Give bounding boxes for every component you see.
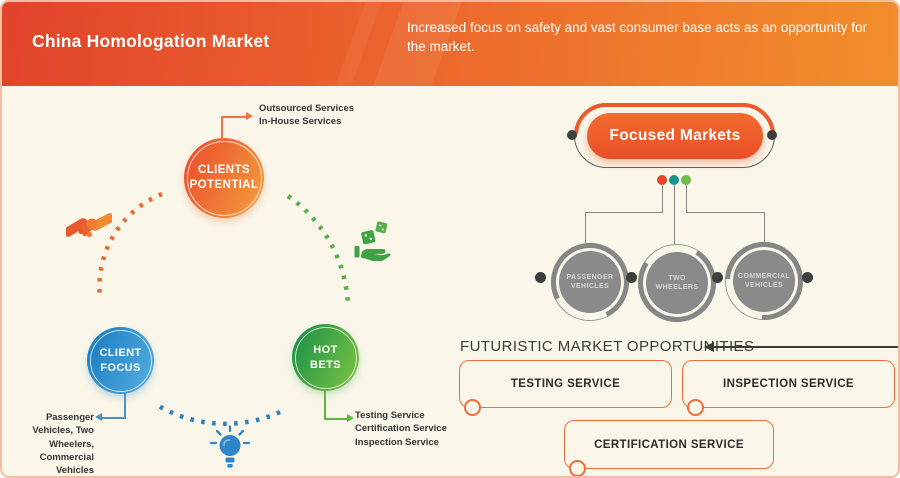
dotted-arc-blue [155,403,281,427]
node-hot-bets-label: HOT BETS [310,344,341,371]
opportunity-box-testing: TESTING SERVICE [459,360,672,416]
focused-markets-title: Focused Markets [609,127,741,144]
pill-side-dot-left [567,130,577,140]
header-subtitle: Increased focus on safety and vast consu… [407,20,868,55]
cycle-dotted-arcs [97,191,351,427]
connector-hot-bets [324,390,326,420]
opportunity-certification-label: CERTIFICATION SERVICE [594,438,744,451]
corner-ring-icon [464,399,481,416]
segment-side-dot [712,272,723,283]
hand-dice-icon [354,221,391,261]
dotted-arc-orange [97,191,163,298]
tree-line [585,212,586,243]
opportunity-box-inspection: INSPECTION SERVICE [682,360,895,416]
arrowhead-client-focus [95,413,102,421]
segment-side-dot [535,272,546,283]
legend-dot-teal [669,175,679,185]
tree-line [686,212,765,213]
segment-side-dot [802,272,813,283]
arrowhead-clients-potential [246,112,253,120]
segment-passenger-vehicles: PASSENGER VEHICLES [551,243,629,321]
tree-line [686,185,687,212]
opportunities-arrowhead [704,342,714,352]
corner-ring-icon [687,399,704,416]
legend-dot-red [657,175,667,185]
segment-commercial-vehicles: COMMERCIAL VEHICLES [725,242,803,320]
node-clients-potential-label: CLIENTS POTENTIAL [189,164,259,191]
tree-line [674,185,675,245]
opportunity-testing-label: TESTING SERVICE [510,378,621,390]
opportunity-box-certification: CERTIFICATION SERVICE [564,420,774,476]
annotation-client-focus: Passenger Vehicles, Two Wheelers, Commer… [32,412,94,477]
connector-client-focus [124,393,126,419]
connector-hot-bets-h [324,418,348,420]
legend-dot-green [681,175,691,185]
node-hot-bets: HOT BETS [292,324,359,391]
dotted-arc-green [286,194,351,307]
connector-clients-potential-h [221,116,247,118]
annotation-clients-potential: Outsourced Services In-House Services [259,103,355,128]
connector-clients-potential [221,116,223,140]
tree-line [764,212,765,242]
tree-line [585,212,663,213]
handshake-icon [66,213,112,238]
segment-side-dot [626,272,637,283]
lightbulb-icon [209,425,251,468]
opportunity-inspection-label: INSPECTION SERVICE [723,378,854,390]
corner-ring-icon [569,460,586,476]
connector-client-focus-h [102,417,126,419]
segment-commercial-vehicles-label: COMMERCIAL VEHICLES [733,250,795,312]
header-banner: China Homologation Market Increased focu… [2,2,898,86]
node-client-focus: CLIENT FOCUS [87,327,154,394]
pill-side-dot-right [767,130,777,140]
segment-two-wheelers: TWO WHEELERS [638,244,716,322]
segment-two-wheelers-label: TWO WHEELERS [646,252,708,314]
node-clients-potential: CLIENTS POTENTIAL [184,138,264,218]
page-title: China Homologation Market [32,31,270,51]
segment-passenger-vehicles-label: PASSENGER VEHICLES [559,251,621,313]
focused-markets-pill: Focused Markets [587,113,763,159]
annotation-hot-bets: Testing Service Certification Service In… [355,410,447,448]
tree-line [662,185,663,212]
arrowhead-hot-bets [347,414,354,422]
node-client-focus-label: CLIENT FOCUS [99,347,142,374]
opportunities-arrow-line [714,346,898,348]
opportunities-heading: FUTURISTIC MARKET OPPORTUNITIES [460,338,755,355]
